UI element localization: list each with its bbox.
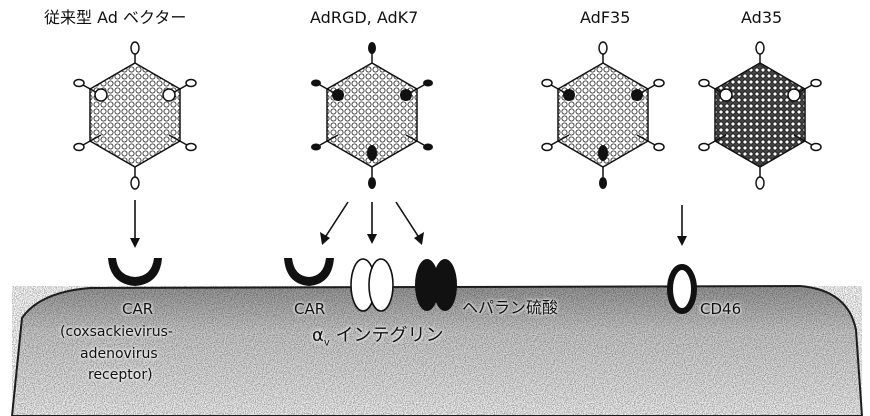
- label-cd46: CD46: [700, 302, 741, 317]
- arrows: [130, 200, 687, 248]
- cd46-receptor: [670, 267, 694, 311]
- virus-conventional: [74, 42, 196, 189]
- integrin-receptor: [351, 259, 393, 311]
- arrow-rgd-to-car: [326, 202, 348, 236]
- virus-adf35: [542, 42, 664, 189]
- label-car-2: CAR: [294, 302, 325, 317]
- label-integrin: αv インテグリン: [312, 327, 444, 349]
- integrin-subscript: v: [324, 338, 330, 349]
- label-adrgd-adk7: AdRGD, AdK7: [310, 10, 418, 26]
- label-car-fullname-line2: adenovirus: [80, 347, 158, 361]
- label-ad35: Ad35: [741, 10, 782, 26]
- virus-ad35: [699, 42, 821, 189]
- label-car-fullname-line3: receptor): [88, 368, 153, 382]
- car-receptor-1: [108, 258, 162, 286]
- arrowhead: [320, 232, 330, 245]
- label-car-fullname-line1: (coxsackievirus-: [60, 325, 173, 339]
- virus-adrgd-adk7: [311, 42, 433, 189]
- integrin-text: インテグリン: [336, 325, 444, 346]
- arrowhead: [414, 232, 424, 245]
- arrow-rgd-to-heparan: [396, 202, 418, 236]
- label-car-1: CAR: [122, 302, 153, 317]
- car-receptor-2: [284, 258, 334, 286]
- integrin-alpha: α: [312, 325, 324, 346]
- arrowhead: [130, 238, 140, 248]
- label-heparan-sulfate: ヘパラン硫酸: [462, 300, 558, 316]
- arrowhead: [677, 236, 687, 246]
- arrowhead: [367, 234, 377, 244]
- label-conventional-vector: 従来型 Ad ベクター: [44, 10, 186, 26]
- label-adf35: AdF35: [580, 10, 630, 26]
